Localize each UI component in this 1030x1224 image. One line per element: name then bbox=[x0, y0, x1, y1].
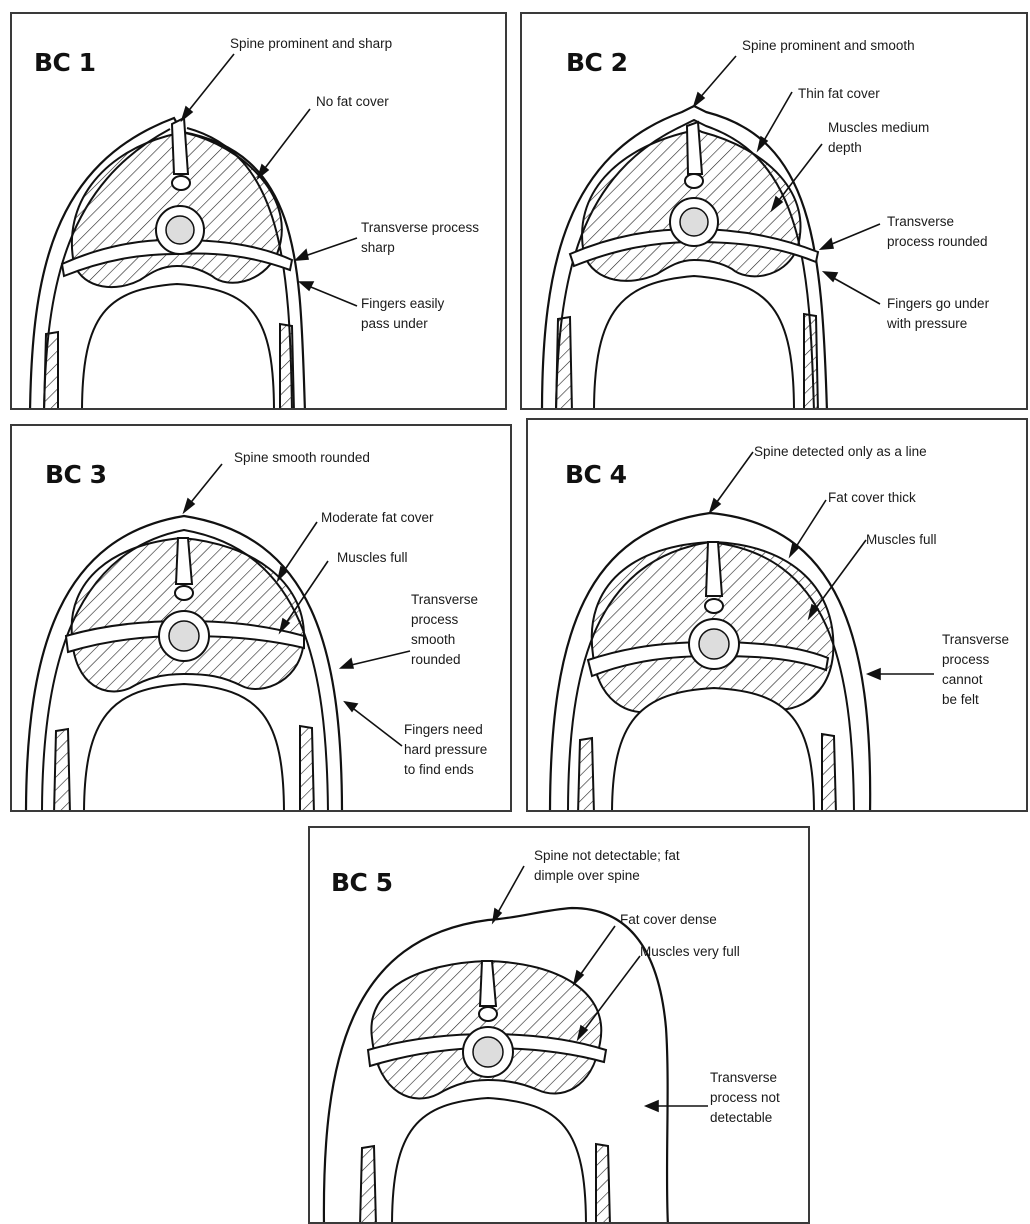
bc2-title: BC 2 bbox=[566, 48, 628, 77]
bc5-fat-label: Fat cover dense bbox=[620, 910, 717, 930]
rib-cavity bbox=[594, 276, 794, 410]
vertebra-canal bbox=[685, 174, 703, 188]
bc4-spine-label: Spine detected only as a line bbox=[754, 442, 927, 462]
spinal-cord bbox=[166, 216, 194, 244]
spinal-cord bbox=[169, 621, 199, 651]
bc5-muscles-label: Muscles very full bbox=[640, 942, 740, 962]
bc3-muscles-label: Muscles full bbox=[337, 548, 408, 568]
bc2-fat-label: Thin fat cover bbox=[798, 84, 880, 104]
spine-process bbox=[706, 542, 722, 596]
bc1-title: BC 1 bbox=[34, 48, 96, 77]
bc4-muscles-label: Muscles full bbox=[866, 530, 937, 550]
spine-process bbox=[176, 538, 192, 584]
right-rib bbox=[280, 324, 294, 410]
rib-cavity bbox=[84, 684, 284, 812]
panel-bc2: BC 2 Spine prominent and smooth Thin fat… bbox=[520, 12, 1028, 410]
panel-bc3: BC 3 Spine smooth rounded Moderate fat c… bbox=[10, 424, 512, 812]
spinal-cord bbox=[680, 208, 708, 236]
vertebra-canal bbox=[172, 176, 190, 190]
panel-bc4: BC 4 Spine detected only as a line Fat c… bbox=[526, 418, 1028, 812]
bc5-title: BC 5 bbox=[331, 868, 393, 897]
left-rib bbox=[360, 1146, 376, 1224]
spinal-cord bbox=[699, 629, 729, 659]
vertebra-canal bbox=[705, 599, 723, 613]
bc3-spine-label: Spine smooth rounded bbox=[234, 448, 370, 468]
bc1-spine-label: Spine prominent and sharp bbox=[230, 34, 392, 54]
rib-cavity bbox=[82, 284, 274, 410]
panel-bc1: BC 1 Spine prominent and sharp No fat co… bbox=[10, 12, 507, 410]
bc4-fat-label: Fat cover thick bbox=[828, 488, 916, 508]
bc1-fat-label: No fat cover bbox=[316, 92, 389, 112]
bc2-spine-label: Spine prominent and smooth bbox=[742, 36, 915, 56]
bc3-title: BC 3 bbox=[45, 460, 107, 489]
vertebra-canal bbox=[175, 586, 193, 600]
left-rib bbox=[556, 317, 572, 410]
left-rib bbox=[578, 738, 594, 812]
left-rib bbox=[44, 332, 58, 410]
spine-process bbox=[172, 118, 188, 174]
bc3-fat-label: Moderate fat cover bbox=[321, 508, 434, 528]
bc4-title: BC 4 bbox=[565, 460, 627, 489]
vertebra-canal bbox=[479, 1007, 497, 1021]
spinal-cord bbox=[473, 1037, 503, 1067]
right-rib bbox=[300, 726, 314, 812]
right-rib bbox=[596, 1144, 610, 1224]
right-rib bbox=[804, 314, 818, 410]
rib-cavity bbox=[392, 1098, 586, 1224]
spine-process bbox=[480, 961, 496, 1006]
left-rib bbox=[54, 729, 70, 812]
right-rib bbox=[822, 734, 836, 812]
